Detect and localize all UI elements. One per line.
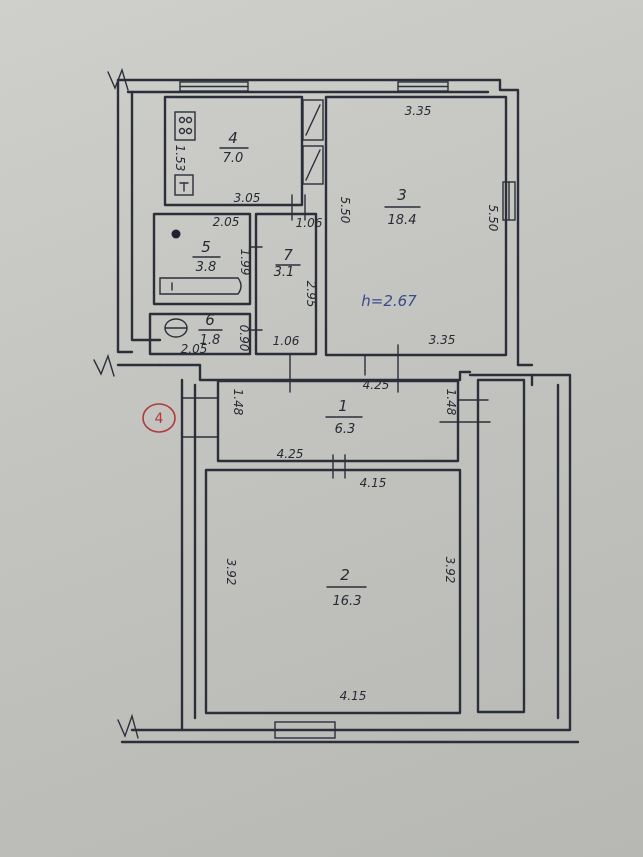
room-4-number: 4	[228, 129, 238, 147]
room-7	[254, 212, 318, 356]
room-3-number: 3	[397, 186, 407, 204]
dim-room4-bottom: 3.05	[234, 191, 261, 205]
windows	[179, 81, 516, 739]
dim-room3-right: 5.50	[486, 205, 500, 232]
room-5-number: 5	[201, 238, 211, 256]
room-3-area: 18.4	[388, 213, 417, 228]
dim-room7-bottom: 1.06	[273, 334, 300, 348]
dim-room2-top: 4.15	[360, 476, 387, 490]
break-marks	[93, 67, 139, 739]
dim-room3-bottom: 3.35	[429, 333, 456, 347]
room-3	[324, 95, 508, 357]
dimension-labels: 3.35 5.50 5.50 3.35 1.53 3.05 2.05 1.99 …	[173, 104, 500, 703]
dim-room1-bottom: 4.25	[277, 447, 304, 461]
room-4-area: 7.0	[223, 151, 244, 166]
room-7-area: 3.1	[274, 265, 295, 280]
room-1	[216, 379, 460, 463]
ceiling-height-note: h=2.67	[361, 292, 417, 310]
room-5-area: 3.8	[196, 260, 217, 275]
room-2-number: 2	[340, 566, 350, 584]
room-labels: 4 7.0 3 18.4 5 3.8 6 1.8 7 3.1 1 6.3 2 1…	[192, 129, 421, 609]
door-marks	[181, 194, 491, 479]
dim-room3-left: 5.50	[338, 197, 352, 224]
dim-room2-right: 3.92	[443, 557, 457, 584]
dim-room1-left: 1.48	[231, 389, 245, 416]
room-2	[204, 468, 462, 715]
dim-room2-bottom: 4.15	[340, 689, 367, 703]
dim-room6-bottom: 2.05	[181, 342, 208, 356]
dim-room6-right: 0.90	[237, 325, 251, 352]
room-6	[148, 312, 252, 356]
dim-room7-right: 2.95	[304, 281, 318, 308]
dim-room1-right: 1.48	[444, 389, 458, 416]
outer-walls	[116, 78, 580, 744]
room-1-number: 1	[338, 397, 348, 415]
apartment-marker: 4	[142, 403, 176, 433]
dim-room5-right: 1.99	[238, 249, 252, 276]
room-1-area: 6.3	[335, 422, 356, 437]
dim-room1-top: 4.25	[363, 378, 390, 392]
dim-room2-left: 3.92	[224, 559, 238, 586]
room-4	[163, 95, 324, 207]
dim-room5-top: 2.05	[213, 215, 240, 229]
room-7-number: 7	[283, 246, 293, 264]
balcony-strip	[476, 378, 526, 714]
dim-room3-top: 3.35	[405, 104, 432, 118]
apartment-marker-number: 4	[155, 411, 164, 427]
room-5	[152, 212, 252, 306]
room-6-area: 1.8	[200, 333, 221, 348]
dim-room7-top: 1.06	[296, 216, 323, 230]
room-2-area: 16.3	[333, 594, 362, 609]
room-6-number: 6	[205, 311, 215, 329]
dim-room4-left: 1.53	[173, 145, 187, 172]
